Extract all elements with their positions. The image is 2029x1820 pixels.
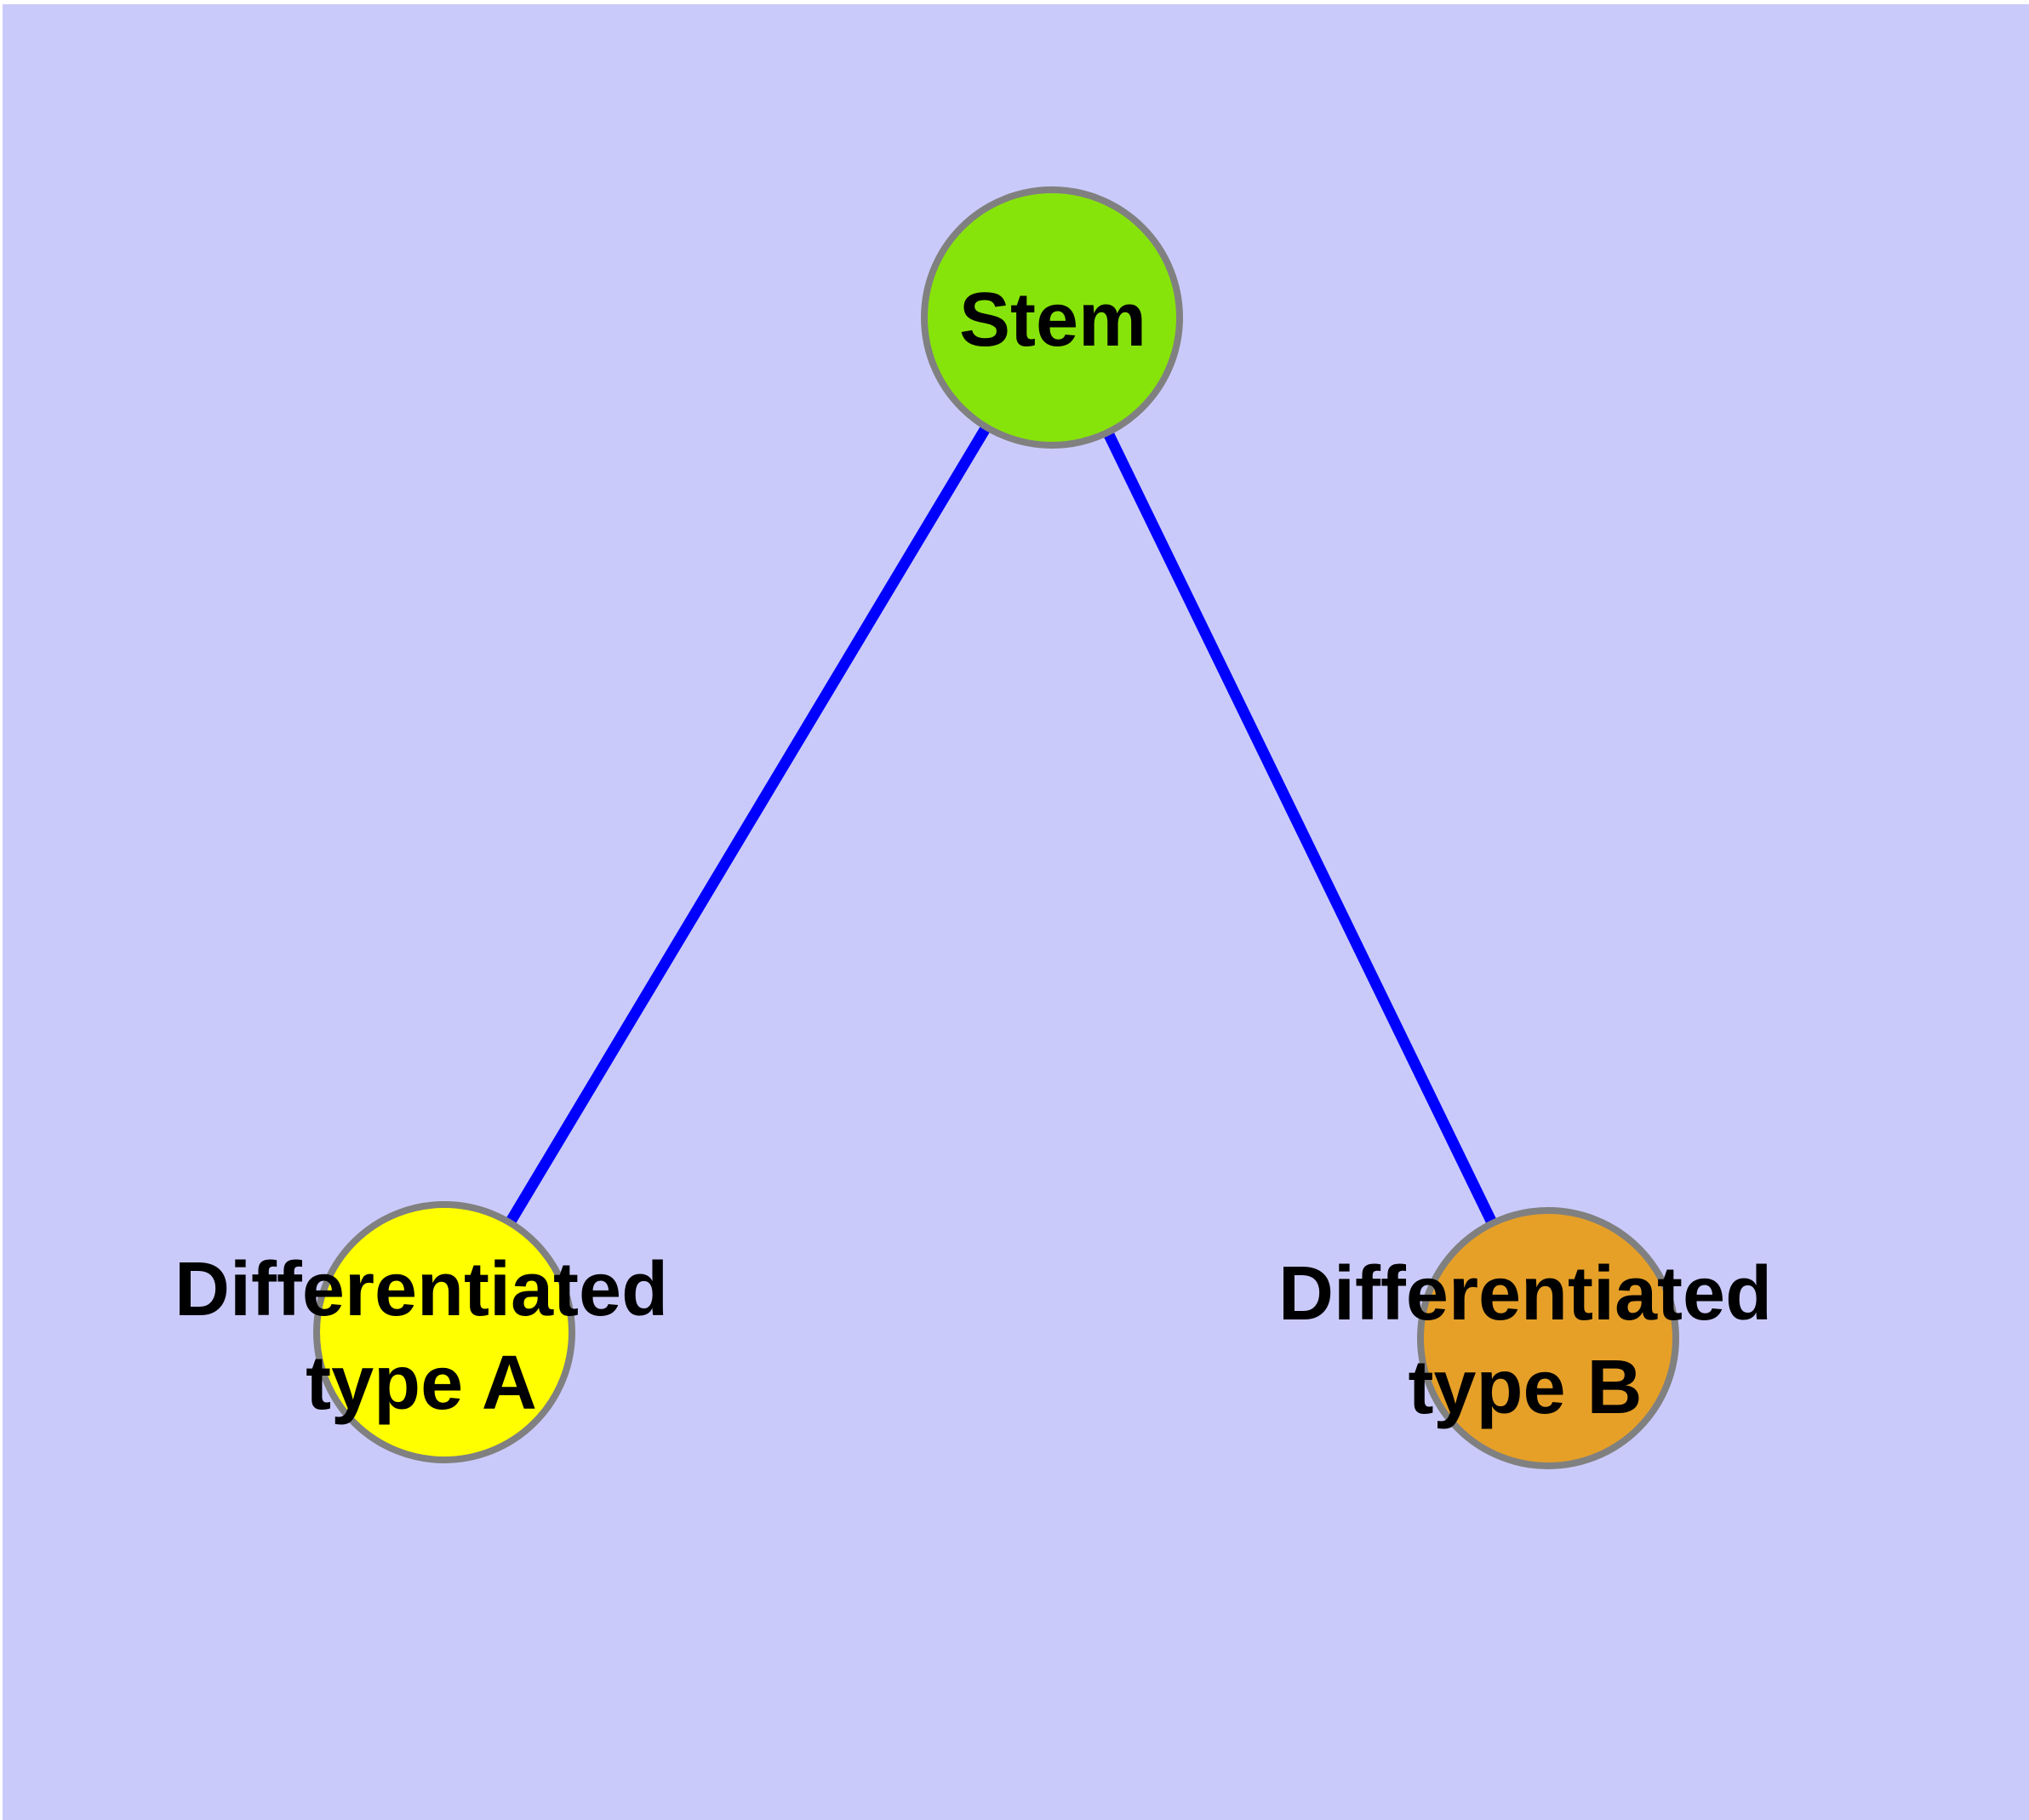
- node-differentiated-type-a: [313, 1201, 575, 1463]
- edge-stem-to-type-b: [1047, 315, 1553, 1341]
- node-label-differentiated-type-a: Differentiated type A: [174, 1247, 669, 1426]
- node-stem: [921, 186, 1183, 449]
- node-label-stem: Stem: [958, 278, 1147, 363]
- edge-stem-to-type-a: [439, 314, 1057, 1336]
- node-differentiated-type-b: [1417, 1207, 1679, 1469]
- node-label-differentiated-type-b: Differentiated type B: [1277, 1251, 1773, 1430]
